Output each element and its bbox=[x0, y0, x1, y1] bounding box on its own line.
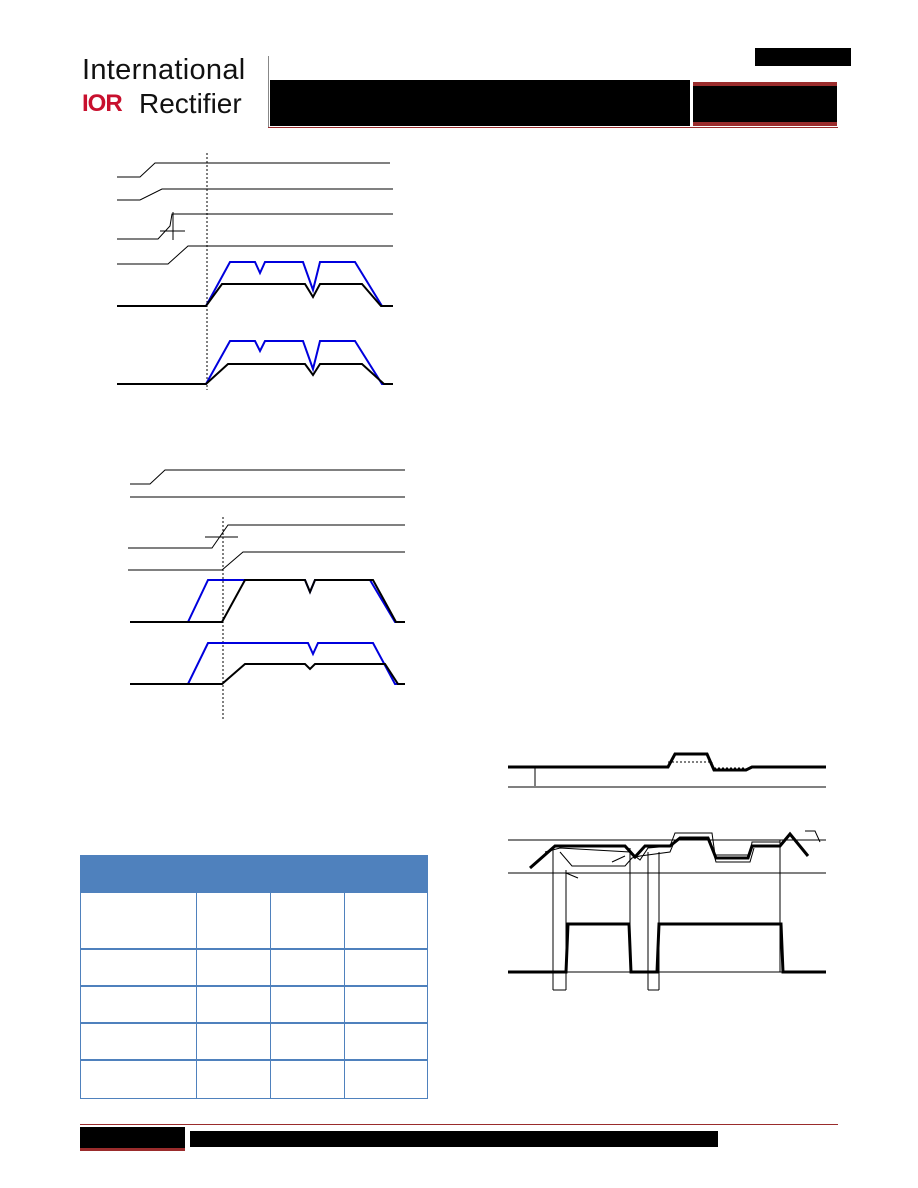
table-col-divider bbox=[196, 893, 197, 1098]
logo-line1: International bbox=[82, 54, 246, 86]
waveform-black-2a bbox=[130, 579, 405, 623]
company-logo: International IOR Rectifier bbox=[82, 54, 257, 124]
waveform-dashed bbox=[668, 761, 746, 769]
table-row-divider bbox=[81, 1059, 427, 1061]
top-right-tag bbox=[755, 48, 851, 66]
table-col-divider bbox=[270, 893, 271, 1098]
callout-leader-2 bbox=[611, 855, 626, 863]
title-bar bbox=[270, 80, 690, 126]
footer-bar bbox=[190, 1131, 718, 1147]
waveform-thick-mid bbox=[529, 831, 810, 870]
header-divider-vertical bbox=[268, 56, 269, 128]
waveform-thick-pulse bbox=[508, 922, 826, 974]
table-row-divider bbox=[81, 1022, 427, 1024]
table-row-divider bbox=[81, 948, 427, 950]
signal-line-8 bbox=[128, 551, 405, 571]
table-col-divider bbox=[344, 893, 345, 1098]
part-number-box bbox=[693, 82, 837, 126]
waveform-thin-b bbox=[559, 839, 755, 867]
signal-line-4 bbox=[117, 245, 393, 265]
waveform-blue-2b bbox=[130, 642, 405, 685]
waveform-black-2b bbox=[130, 663, 405, 685]
footer-rule bbox=[80, 1124, 838, 1125]
signal-line-5 bbox=[130, 469, 405, 485]
signal-line-3 bbox=[117, 213, 393, 240]
table-row-divider bbox=[81, 985, 427, 987]
data-table bbox=[80, 855, 428, 1099]
footer-page-box bbox=[80, 1127, 185, 1151]
logo-mark: IOR bbox=[82, 90, 123, 117]
waveform-blue-1a bbox=[117, 261, 393, 307]
waveform-blue-1b bbox=[117, 340, 393, 385]
header-rule bbox=[268, 127, 838, 128]
signal-line-1 bbox=[117, 162, 390, 178]
waveform-black-1b bbox=[117, 363, 393, 385]
callout-leader-3 bbox=[805, 830, 821, 843]
callout-leader-1 bbox=[565, 872, 579, 879]
waveform-black-1a bbox=[117, 283, 393, 307]
waveform-thick-top bbox=[508, 752, 826, 772]
table-header bbox=[81, 856, 427, 893]
signal-line-2 bbox=[117, 188, 393, 201]
logo-line2: Rectifier bbox=[139, 88, 242, 119]
